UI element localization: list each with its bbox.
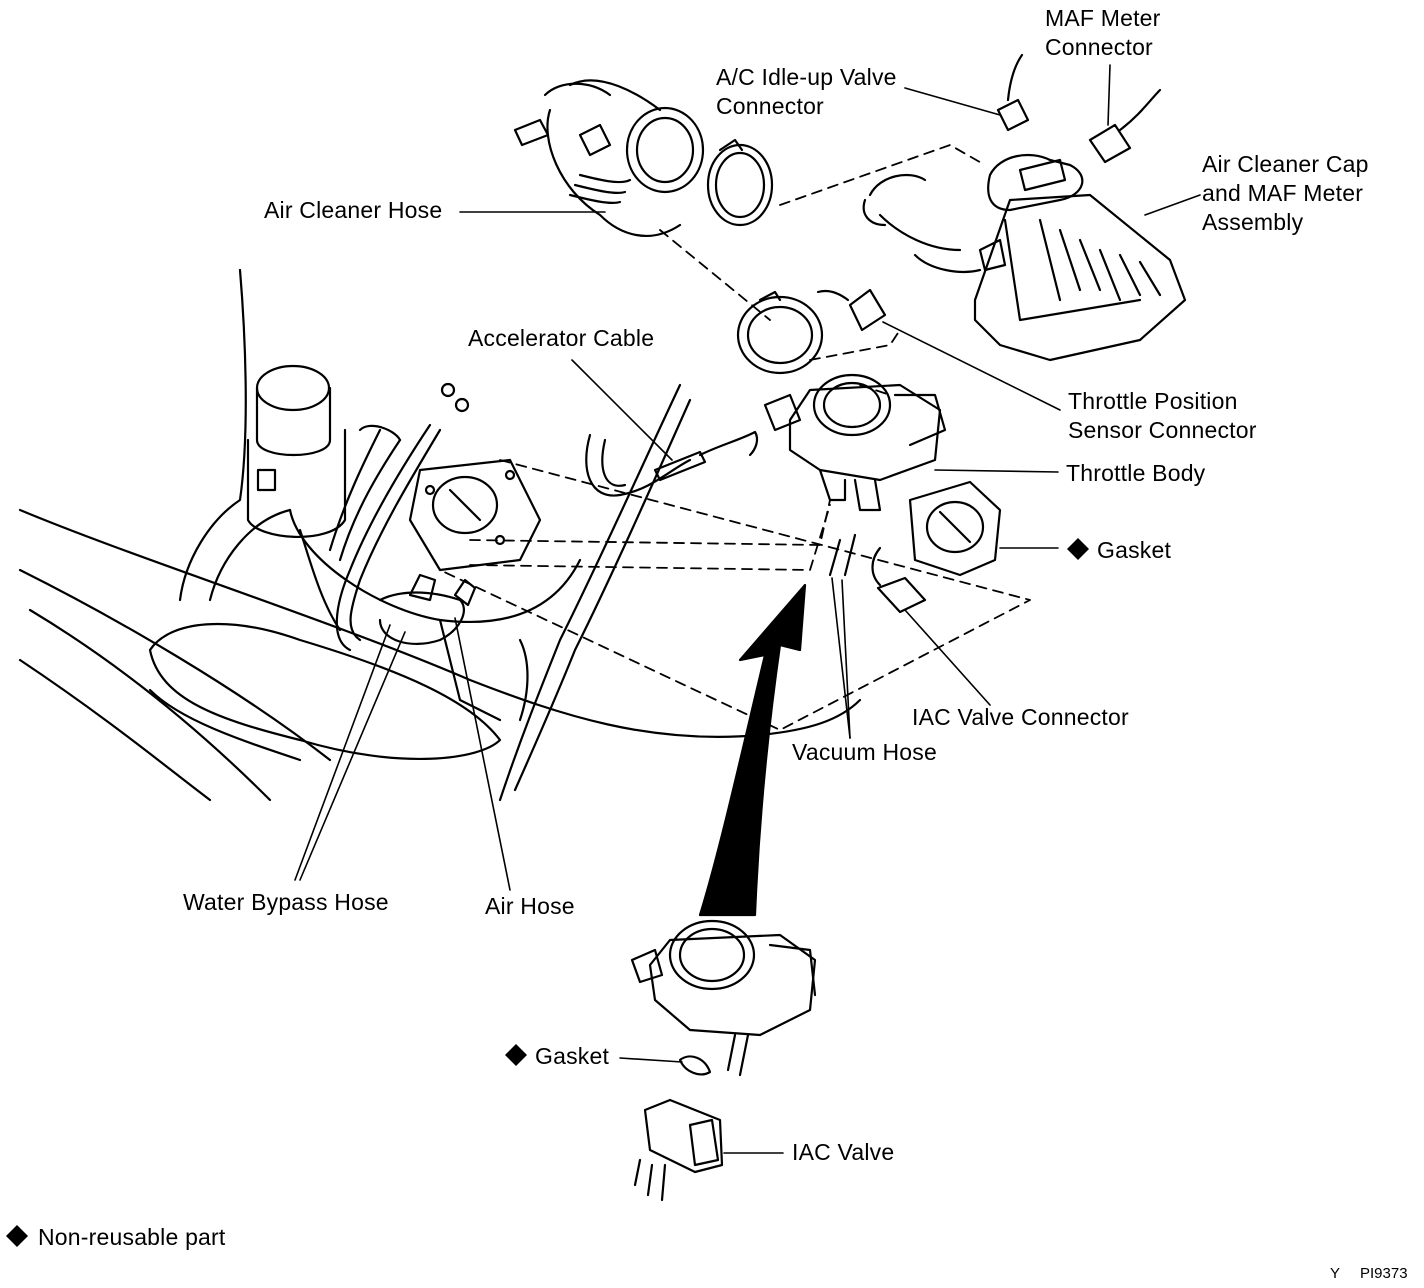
iac-valve-part [633, 1098, 724, 1202]
air-cleaner-cap-assembly [973, 153, 1187, 362]
legend-non-reusable: Non-reusable part [38, 1224, 226, 1250]
footer-code-letter: Y [1330, 1265, 1341, 1282]
label-air-hose: Air Hose [485, 893, 575, 919]
water-bypass-hoses [298, 382, 477, 652]
assembly-guides [439, 144, 1031, 731]
tps-connector-part [816, 288, 887, 332]
diamond-gasket-lower [505, 1044, 527, 1066]
non-reusable-markers [6, 538, 1089, 1247]
throttle-body-lower-part [630, 919, 817, 1077]
iac-valve-connector-part [871, 546, 927, 614]
maf-meter-connector-part [1088, 88, 1162, 164]
gasket-upper-part [908, 480, 1002, 577]
accelerator-cable [585, 430, 759, 497]
label-ac-idle-up-valve-connector: A/C Idle-up Valve Connector [716, 64, 897, 119]
label-iac-valve: IAC Valve [792, 1139, 895, 1165]
label-water-bypass-hose: Water Bypass Hose [183, 889, 389, 915]
label-throttle-position-sensor-connector: Throttle Position Sensor Connector [1068, 388, 1257, 443]
label-gasket-lower: Gasket [535, 1043, 610, 1069]
air-cleaner-hose-part [513, 79, 705, 237]
assembly-arrow [698, 583, 807, 917]
ac-idle-up-connector-part [996, 53, 1030, 132]
throttle-body-part [763, 373, 947, 512]
label-air-cleaner-cap-maf-assembly: Air Cleaner Cap and MAF Meter Assembly [1202, 151, 1369, 235]
diamond-gasket-upper [1067, 538, 1089, 560]
intake-plenum [18, 268, 862, 802]
vacuum-hose-part [828, 533, 857, 577]
label-maf-meter-connector: MAF Meter Connector [1045, 5, 1161, 60]
pcv-tube [862, 173, 982, 273]
diamond-legend [6, 1225, 28, 1247]
reservoir-tank [246, 364, 347, 538]
middle-hose-clamp [736, 290, 824, 375]
label-air-cleaner-hose: Air Cleaner Hose [264, 197, 443, 223]
label-accelerator-cable: Accelerator Cable [468, 325, 655, 351]
leader-lines [294, 64, 1201, 1154]
gasket-lower-part [678, 1055, 712, 1076]
firewall-strut [498, 383, 692, 802]
label-gasket-upper: Gasket [1097, 537, 1172, 563]
upper-hose-clamp [706, 138, 774, 227]
throttle-bracket [408, 458, 542, 572]
label-throttle-body: Throttle Body [1066, 460, 1206, 486]
label-iac-valve-connector: IAC Valve Connector [912, 704, 1129, 730]
label-vacuum-hose: Vacuum Hose [792, 739, 937, 765]
footer-code: PI9373 [1360, 1265, 1408, 1282]
